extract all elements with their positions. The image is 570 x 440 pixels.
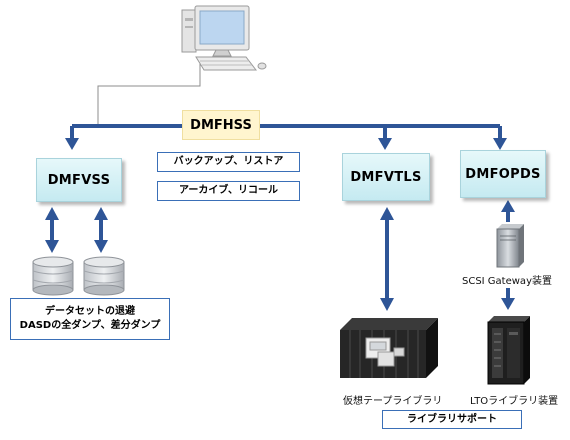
dmfvtls-label: DMFVTLS <box>350 169 422 185</box>
virtual-tape-library-icon <box>340 318 438 378</box>
scsi-gateway-icon <box>496 224 524 268</box>
computer-link <box>97 62 201 126</box>
dmfhss-label: DMFHSS <box>190 117 252 133</box>
dmfhss-hub: DMFHSS <box>182 110 260 140</box>
library-support-tag: ライブラリサポート <box>382 410 522 429</box>
disk-icon <box>83 256 125 296</box>
virtual-tape-caption: 仮想テープライブラリ <box>343 396 443 407</box>
backup-restore-label: バックアップ、リストア <box>173 156 284 167</box>
main-bus <box>65 124 507 150</box>
vss-function-line2: DASDの全ダンプ、差分ダンプ <box>19 320 161 331</box>
dmfvss-node: DMFVSS <box>36 158 122 202</box>
dmfvtls-node: DMFVTLS <box>342 153 430 201</box>
vss-function-line1: データセットの退避 <box>45 306 135 317</box>
archive-recall-label: アーカイブ、リコール <box>178 185 279 196</box>
library-support-label: ライブラリサポート <box>407 413 497 425</box>
dmfopds-node: DMFOPDS <box>460 150 546 198</box>
backup-restore-tag: バックアップ、リストア <box>157 152 300 172</box>
disk-icon <box>32 256 74 296</box>
lto-library-icon <box>487 316 530 385</box>
scsi-gateway-caption: SCSI Gateway装置 <box>462 276 552 287</box>
vss-function-tag: データセットの退避 DASDの全ダンプ、差分ダンプ <box>10 298 170 340</box>
computer-icon <box>181 5 267 71</box>
archive-recall-tag: アーカイブ、リコール <box>157 181 300 201</box>
dmfvss-label: DMFVSS <box>47 172 111 188</box>
vtls-arrow <box>380 207 394 311</box>
lto-library-caption: LTOライブラリ装置 <box>470 396 559 407</box>
dmfopds-label: DMFOPDS <box>465 166 541 182</box>
opds-arrows <box>501 200 515 310</box>
vss-disk-arrows <box>45 207 108 253</box>
